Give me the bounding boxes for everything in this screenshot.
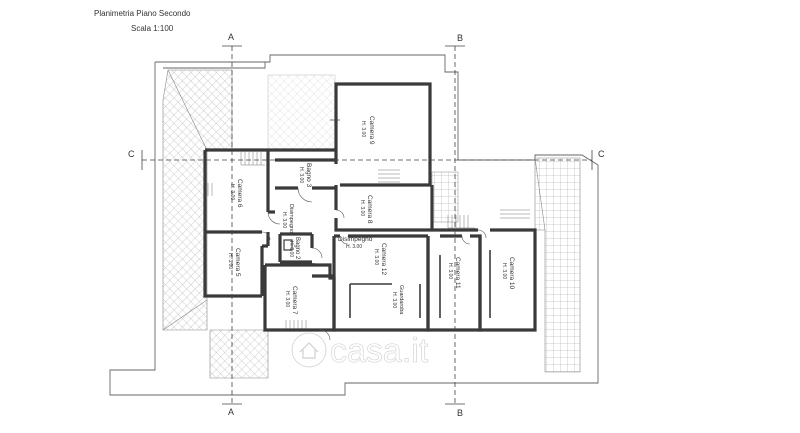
- room-bagno3: Bagno 3 H. 3.00: [298, 163, 312, 188]
- section-lines: [142, 46, 592, 404]
- roof-tiles-top: [267, 74, 459, 223]
- room-height: H. 3.00: [501, 263, 507, 279]
- room-name: Camera 6: [236, 179, 243, 208]
- room-height: H. 3.00: [359, 200, 365, 216]
- room-camera10: Camera 10 H. 3.00: [501, 257, 515, 290]
- room-name: Camera 5: [234, 248, 241, 277]
- room-disimpegno-2: Disimpegno H. 3.00: [338, 236, 373, 250]
- room-camera7: Camera 7 H. 3.00: [284, 286, 298, 315]
- room-camera6: Camera 6 H. 3.00: [229, 179, 243, 208]
- roof-tiles-left: [162, 69, 233, 331]
- walls: [203, 82, 537, 332]
- room-name: Camera 7: [291, 286, 298, 315]
- plan-title: Planimetria Piano Secondo: [94, 9, 191, 18]
- room-height: H. 3.00: [229, 184, 235, 200]
- section-label-a-top: A: [228, 32, 234, 42]
- section-label-b-top: B: [457, 33, 463, 43]
- watermark: casa.it: [291, 332, 429, 370]
- room-height: H. 3.00: [346, 244, 362, 250]
- inner-partitions: [305, 250, 491, 318]
- room-camera12: Camera 12 H. 3.00: [373, 243, 387, 276]
- roof-tiles-right: [534, 157, 581, 373]
- section-label-a-bottom: A: [228, 407, 234, 417]
- roof-tiles-bottom: [209, 329, 269, 379]
- room-name: Guardaroba: [398, 285, 404, 315]
- room-camera11: Camera 11 H. 3.00: [447, 257, 461, 289]
- room-name: Camera 9: [368, 116, 375, 145]
- room-height: H. 3.00: [447, 263, 453, 279]
- room-name: Camera 11: [454, 257, 461, 289]
- watermark-text: casa.it: [330, 332, 429, 370]
- room-height: H. 3.00: [284, 291, 290, 307]
- room-name: Camera 10: [508, 257, 515, 290]
- room-name: Camera 8: [366, 195, 373, 224]
- room-height: H. 3.00: [391, 292, 397, 308]
- room-name: Bagno 3: [305, 163, 312, 188]
- plan-scale: Scala 1:100: [131, 24, 174, 33]
- room-name: Bagno 2: [294, 237, 300, 260]
- room-name: Disimpegno: [338, 236, 373, 243]
- stairs: [207, 152, 530, 330]
- room-height: H. 3.00: [281, 212, 287, 228]
- room-height: H. 3.00: [373, 249, 379, 265]
- room-disimpegno-1: Disimpegno H. 3.00: [281, 204, 294, 233]
- room-bagno2: Bagno 2 H. 3.00: [288, 237, 300, 260]
- section-markers: [141, 45, 593, 405]
- room-camera8: Camera 8 H. 3.00: [359, 195, 373, 224]
- section-label-b-bottom: B: [457, 408, 463, 418]
- room-height: H. 3.00: [360, 121, 366, 137]
- room-camera5: Camera 5 H. 3.00: [227, 248, 241, 277]
- room-camera9: Camera 9 H. 3.00: [360, 116, 375, 145]
- section-label-c-right: C: [598, 149, 605, 159]
- room-height: H. 3.00: [298, 167, 304, 183]
- casa-it-logo-icon: [291, 332, 327, 368]
- room-name: Camera 12: [380, 243, 387, 276]
- room-name: Disimpegno: [288, 204, 294, 233]
- room-guardaroba: Guardaroba H. 3.00: [391, 285, 404, 315]
- section-label-c-left: C: [128, 149, 135, 159]
- door-swings: [261, 187, 487, 341]
- room-height: H. 3.00: [288, 241, 294, 257]
- room-height: H. 3.00: [227, 253, 233, 269]
